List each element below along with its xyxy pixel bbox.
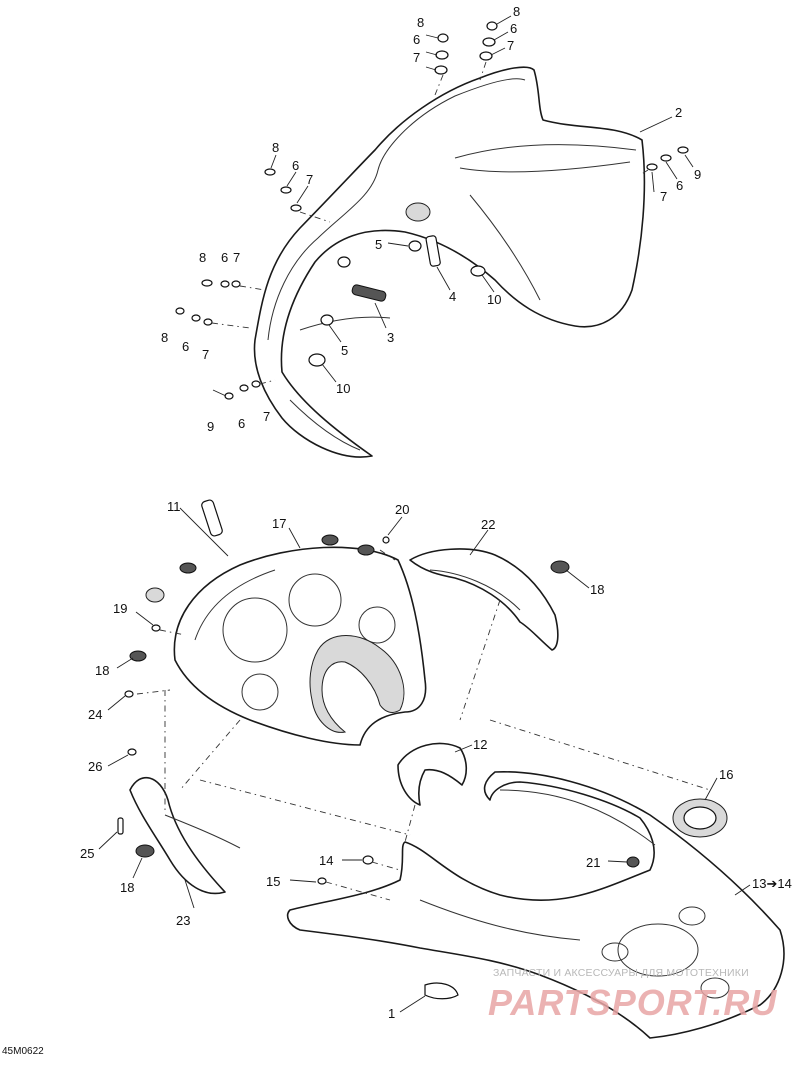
callout-16: 16 xyxy=(719,767,733,782)
callout-22: 22 xyxy=(481,517,495,532)
callout-5: 5 xyxy=(341,343,348,358)
callout-6: 6 xyxy=(238,416,245,431)
callout-7: 7 xyxy=(202,347,209,362)
callout-5: 5 xyxy=(375,237,382,252)
callout-12: 12 xyxy=(473,737,487,752)
callout-26: 26 xyxy=(88,759,102,774)
callouts: 8 6 7 8 6 7 2 6 7 9 8 6 7 5 4 10 8 6 7 8… xyxy=(80,4,792,1021)
diagram-code: 45M0622 xyxy=(2,1046,44,1057)
callout-4: 4 xyxy=(449,289,456,304)
callout-6: 6 xyxy=(221,250,228,265)
windshield-part-2 xyxy=(253,66,646,458)
instrument-housing-part-17 xyxy=(173,546,427,746)
callout-13-14: 13➔14 xyxy=(752,876,792,891)
callout-14: 14 xyxy=(319,853,333,868)
callout-7: 7 xyxy=(507,38,514,53)
upper-hardware xyxy=(175,21,689,400)
callout-19: 19 xyxy=(113,601,127,616)
callout-9: 9 xyxy=(207,419,214,434)
callout-11: 11 xyxy=(167,499,181,514)
callout-8: 8 xyxy=(199,250,206,265)
callout-25: 25 xyxy=(80,846,94,861)
callout-8: 8 xyxy=(513,4,520,19)
callout-6: 6 xyxy=(182,339,189,354)
callout-8: 8 xyxy=(417,15,424,30)
callout-7: 7 xyxy=(263,409,270,424)
callout-8: 8 xyxy=(272,140,279,155)
callout-6: 6 xyxy=(510,21,517,36)
lower-body-part-13 xyxy=(286,771,785,1039)
callout-7: 7 xyxy=(306,172,313,187)
callout-18: 18 xyxy=(590,582,604,597)
callout-23: 23 xyxy=(176,913,190,928)
callout-21: 21 xyxy=(586,855,600,870)
callout-9: 9 xyxy=(694,167,701,182)
callout-24: 24 xyxy=(88,707,102,722)
callout-18: 18 xyxy=(120,880,134,895)
watermark-caption: ЗАПЧАСТИ И АКСЕССУАРЫ ДЛЯ МОТОТЕХНИКИ xyxy=(493,967,749,979)
callout-10: 10 xyxy=(487,292,501,307)
watermark-logo: PARTSPORT.RU xyxy=(488,982,778,1023)
callout-1: 1 xyxy=(388,1006,395,1021)
callout-7: 7 xyxy=(660,189,667,204)
callout-2: 2 xyxy=(675,105,682,120)
bracket-part-23 xyxy=(129,776,241,895)
cover-part-12 xyxy=(397,742,468,806)
callout-3: 3 xyxy=(387,330,394,345)
callout-15: 15 xyxy=(266,874,280,889)
callout-6: 6 xyxy=(676,178,683,193)
callout-8: 8 xyxy=(161,330,168,345)
middle-hardware xyxy=(117,499,390,835)
callout-18: 18 xyxy=(95,663,109,678)
callout-7: 7 xyxy=(233,250,240,265)
panel-part-22 xyxy=(409,548,570,651)
callout-20: 20 xyxy=(395,502,409,517)
callout-10: 10 xyxy=(336,381,350,396)
callout-7: 7 xyxy=(413,50,420,65)
leader-lines xyxy=(98,15,751,1013)
callout-6: 6 xyxy=(413,32,420,47)
callout-17: 17 xyxy=(272,516,286,531)
callout-6: 6 xyxy=(292,158,299,173)
